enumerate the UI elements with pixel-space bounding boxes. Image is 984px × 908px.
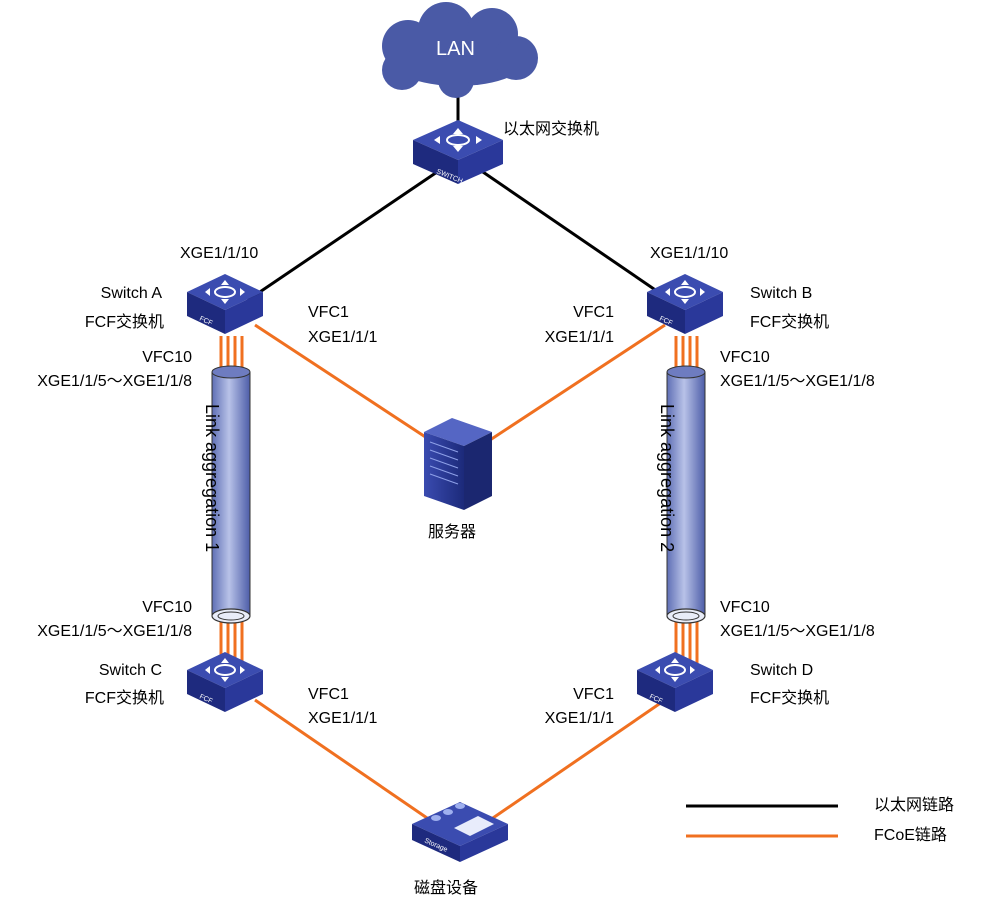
link-aggregation-1-tube — [211, 365, 251, 624]
link-aggregation-1-label: Link aggregation 1 — [202, 404, 222, 553]
switch-a-agg-vfc: VFC10 — [142, 349, 192, 366]
ethernet-switch-icon: SWITCH — [413, 120, 503, 185]
switch-b-server-port: XGE1/1/1 — [544, 329, 614, 346]
switch-c-storage-port: XGE1/1/1 — [308, 710, 378, 727]
lan-cloud-icon — [382, 2, 538, 98]
switch-d-name: Switch D — [750, 662, 814, 679]
svg-text:FCF: FCF — [198, 315, 213, 327]
switch-c-agg-vfc: VFC10 — [142, 599, 192, 616]
server-icon — [424, 418, 492, 510]
switch-d-icon: FCF — [637, 652, 713, 712]
link-aggregation-2-label: Link aggregation 2 — [657, 404, 677, 553]
switch-a-agg-ports: XGE1/1/5～XGE1/1/8 — [37, 373, 192, 390]
svg-text:FCF: FCF — [658, 315, 673, 327]
switch-b-name: Switch B — [750, 285, 813, 302]
switch-b-agg-vfc: VFC10 — [720, 349, 770, 366]
legend-fcoe-label: FCoE链路 — [874, 827, 947, 844]
storage-label: 磁盘设备 — [414, 880, 479, 897]
switch-c-name: Switch C — [98, 662, 162, 679]
switch-a-name: Switch A — [100, 285, 162, 302]
switch-c-role: FCF交换机 — [84, 690, 164, 707]
switch-d-agg-vfc: VFC10 — [720, 599, 770, 616]
ethernet-link-switch-b — [479, 168, 671, 302]
switch-b-uplink-port: XGE1/1/10 — [650, 245, 729, 262]
switch-b-icon: FCF — [647, 274, 723, 334]
switch-d-storage-port: XGE1/1/1 — [544, 710, 614, 727]
ethernet-switch-label: 以太网交换机 — [503, 121, 600, 138]
switch-d-storage-vfc: VFC1 — [573, 686, 614, 703]
switch-b-server-vfc: VFC1 — [573, 304, 614, 321]
switch-a-server-vfc: VFC1 — [308, 304, 349, 321]
fcoe-link-d-storage — [489, 698, 666, 822]
switch-c-agg-ports: XGE1/1/5～XGE1/1/8 — [37, 623, 192, 640]
svg-text:FCF: FCF — [648, 693, 663, 705]
switch-c-storage-vfc: VFC1 — [308, 686, 349, 703]
switch-a-server-port: XGE1/1/1 — [308, 329, 378, 346]
fcoe-link-a-server — [254, 323, 431, 442]
switch-a-uplink-port: XGE1/1/10 — [180, 245, 259, 262]
switch-a-icon: FCF — [187, 274, 263, 334]
svg-text:FCF: FCF — [198, 693, 213, 705]
server-label: 服务器 — [428, 524, 477, 541]
lan-label: LAN — [436, 38, 475, 60]
switch-d-role: FCF交换机 — [750, 690, 830, 707]
fcoe-link-b-server — [489, 323, 666, 442]
storage-icon: Storage — [412, 802, 508, 862]
switch-b-role: FCF交换机 — [750, 314, 830, 331]
legend-ethernet-label: 以太网链路 — [874, 797, 955, 814]
switch-a-role: FCF交换机 — [84, 314, 164, 331]
fcoe-link-c-storage — [254, 698, 431, 822]
switch-d-agg-ports: XGE1/1/5～XGE1/1/8 — [720, 623, 875, 640]
switch-c-icon: FCF — [187, 652, 263, 712]
link-aggregation-2-tube — [666, 365, 706, 624]
ethernet-link-switch-a — [247, 168, 441, 302]
switch-b-agg-ports: XGE1/1/5～XGE1/1/8 — [720, 373, 875, 390]
